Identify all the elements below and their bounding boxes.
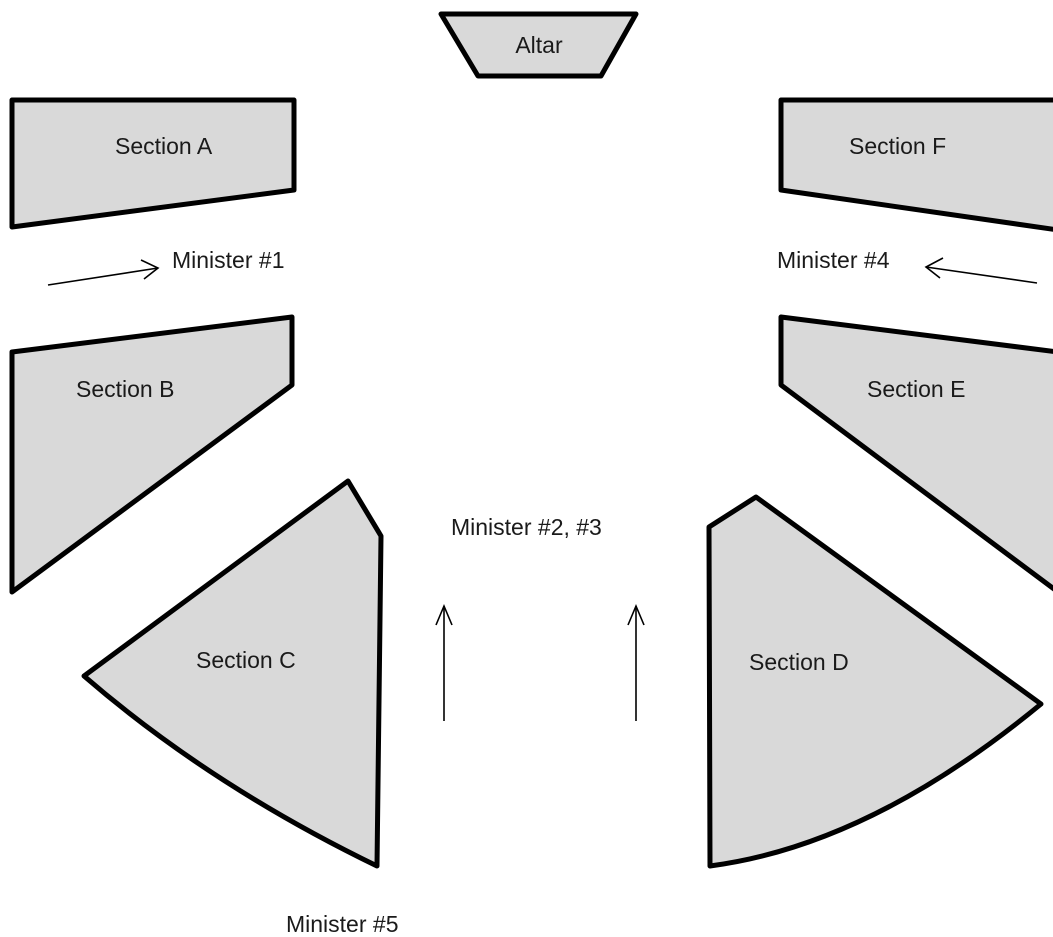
section-f-shape <box>778 97 1053 232</box>
minister-1-label: Minister #1 <box>172 247 284 273</box>
minister-1-arrow-shaft <box>47 267 159 286</box>
minister-3-arrow-head <box>627 603 645 626</box>
minister-5-label: Minister #5 <box>286 911 398 937</box>
minister-4-arrow-shaft <box>925 266 1038 284</box>
minister-4-arrow-head <box>924 257 944 279</box>
altar-label: Altar <box>515 32 563 58</box>
section-e-shape <box>778 314 1053 592</box>
section-b-shape <box>9 314 295 595</box>
altar-shape <box>438 11 639 79</box>
section-c-label: Section C <box>196 647 296 673</box>
section-f-label: Section F <box>849 133 946 159</box>
minister-2-3-label: Minister #2, #3 <box>451 514 602 540</box>
section-b-label: Section B <box>76 376 174 402</box>
section-e-label: Section E <box>867 376 965 402</box>
section-d-shape <box>706 494 1044 869</box>
minister-1-arrow-head <box>140 259 160 280</box>
minister-4-label: Minister #4 <box>777 247 890 273</box>
section-c-shape <box>81 478 384 869</box>
section-a-label: Section A <box>115 133 213 159</box>
section-d-label: Section D <box>749 649 849 675</box>
minister-2-arrow-head <box>435 603 453 626</box>
section-a-shape <box>9 97 297 230</box>
